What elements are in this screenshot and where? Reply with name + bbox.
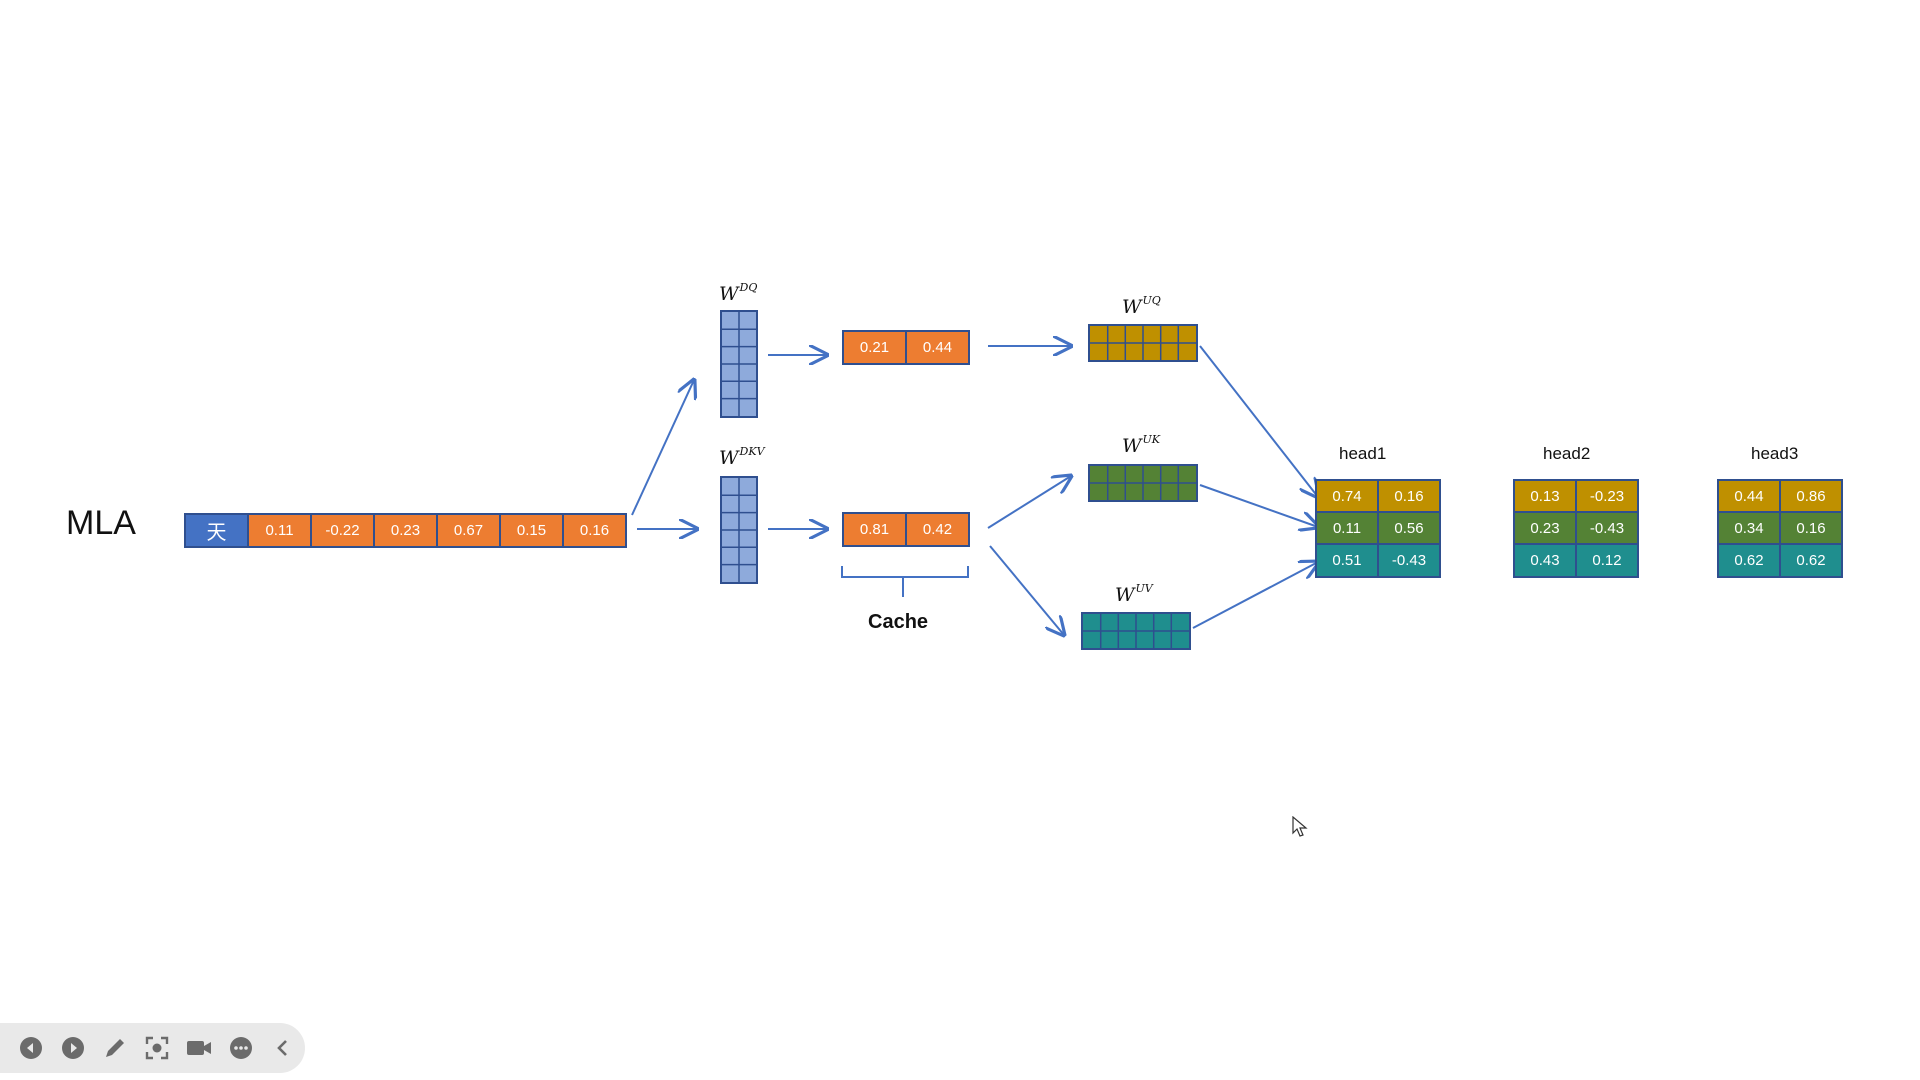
head-cell: 0.12	[1575, 543, 1639, 578]
wuk-label: WUK	[1122, 433, 1161, 457]
cache-label: Cache	[868, 611, 929, 633]
token-cell: 天	[184, 513, 249, 548]
head-cell: 0.62	[1779, 543, 1843, 578]
arrow-wuv-to-head1	[1192, 562, 1318, 629]
pen-icon[interactable]	[94, 1027, 136, 1069]
head1-label: head1	[1339, 444, 1387, 463]
wdq-matrix	[720, 310, 758, 418]
wdq-label: WDQ	[719, 281, 758, 305]
head-cell: 0.34	[1717, 511, 1781, 545]
input-value-cell: 0.15	[499, 513, 564, 548]
head-cell: 0.62	[1717, 543, 1781, 578]
latent-q-cell: 0.44	[905, 330, 970, 365]
wuk-matrix	[1088, 464, 1198, 502]
head-cell: 0.23	[1513, 511, 1577, 545]
wdkv-label: WDKV	[719, 445, 765, 469]
head-cell: 0.44	[1717, 479, 1781, 513]
wuq-label: WUQ	[1122, 294, 1161, 318]
screenshot-icon[interactable]	[136, 1027, 178, 1069]
arrow-latent-kv-to-wuk	[987, 476, 1071, 529]
head-cell: -0.43	[1575, 511, 1639, 545]
more-icon[interactable]	[220, 1027, 262, 1069]
latent-kv-cell: 0.42	[905, 512, 970, 547]
head-cell: 0.74	[1315, 479, 1379, 513]
prev-icon[interactable]	[10, 1027, 52, 1069]
head3-label: head3	[1751, 444, 1799, 463]
head-cell: 0.51	[1315, 543, 1379, 578]
input-value-cell: 0.23	[373, 513, 438, 548]
diagram-title: MLA	[66, 504, 136, 542]
cache-brace	[841, 566, 969, 597]
head-cell: 0.86	[1779, 479, 1843, 513]
head2-label: head2	[1543, 444, 1591, 463]
arrow-latent-kv-to-wuv	[989, 545, 1064, 635]
wuv-matrix	[1081, 612, 1191, 650]
head-cell: 0.11	[1315, 511, 1379, 545]
wuq-matrix	[1088, 324, 1198, 362]
mouse-cursor-icon	[1292, 816, 1308, 837]
head-cell: 0.56	[1377, 511, 1441, 545]
head-cell: -0.23	[1575, 479, 1639, 513]
collapse-icon[interactable]	[262, 1027, 304, 1069]
head-cell: -0.43	[1377, 543, 1441, 578]
head-cell: 0.43	[1513, 543, 1577, 578]
arrow-wuq-to-head1	[1199, 345, 1318, 497]
input-value-cell: 0.67	[436, 513, 501, 548]
input-value-cell: 0.11	[247, 513, 312, 548]
next-icon[interactable]	[52, 1027, 94, 1069]
wuv-label: WUV	[1115, 582, 1153, 606]
head-cell: 0.16	[1377, 479, 1441, 513]
presentation-toolbar	[0, 1023, 305, 1073]
latent-kv-cell: 0.81	[842, 512, 907, 547]
input-value-cell: -0.22	[310, 513, 375, 548]
arrow-input-to-wdq	[631, 380, 694, 516]
head-cell: 0.16	[1779, 511, 1843, 545]
head-cell: 0.13	[1513, 479, 1577, 513]
arrow-wuk-to-head1	[1199, 484, 1318, 527]
latent-q-cell: 0.21	[842, 330, 907, 365]
camera-icon[interactable]	[178, 1027, 220, 1069]
input-value-cell: 0.16	[562, 513, 627, 548]
wdkv-matrix	[720, 476, 758, 584]
